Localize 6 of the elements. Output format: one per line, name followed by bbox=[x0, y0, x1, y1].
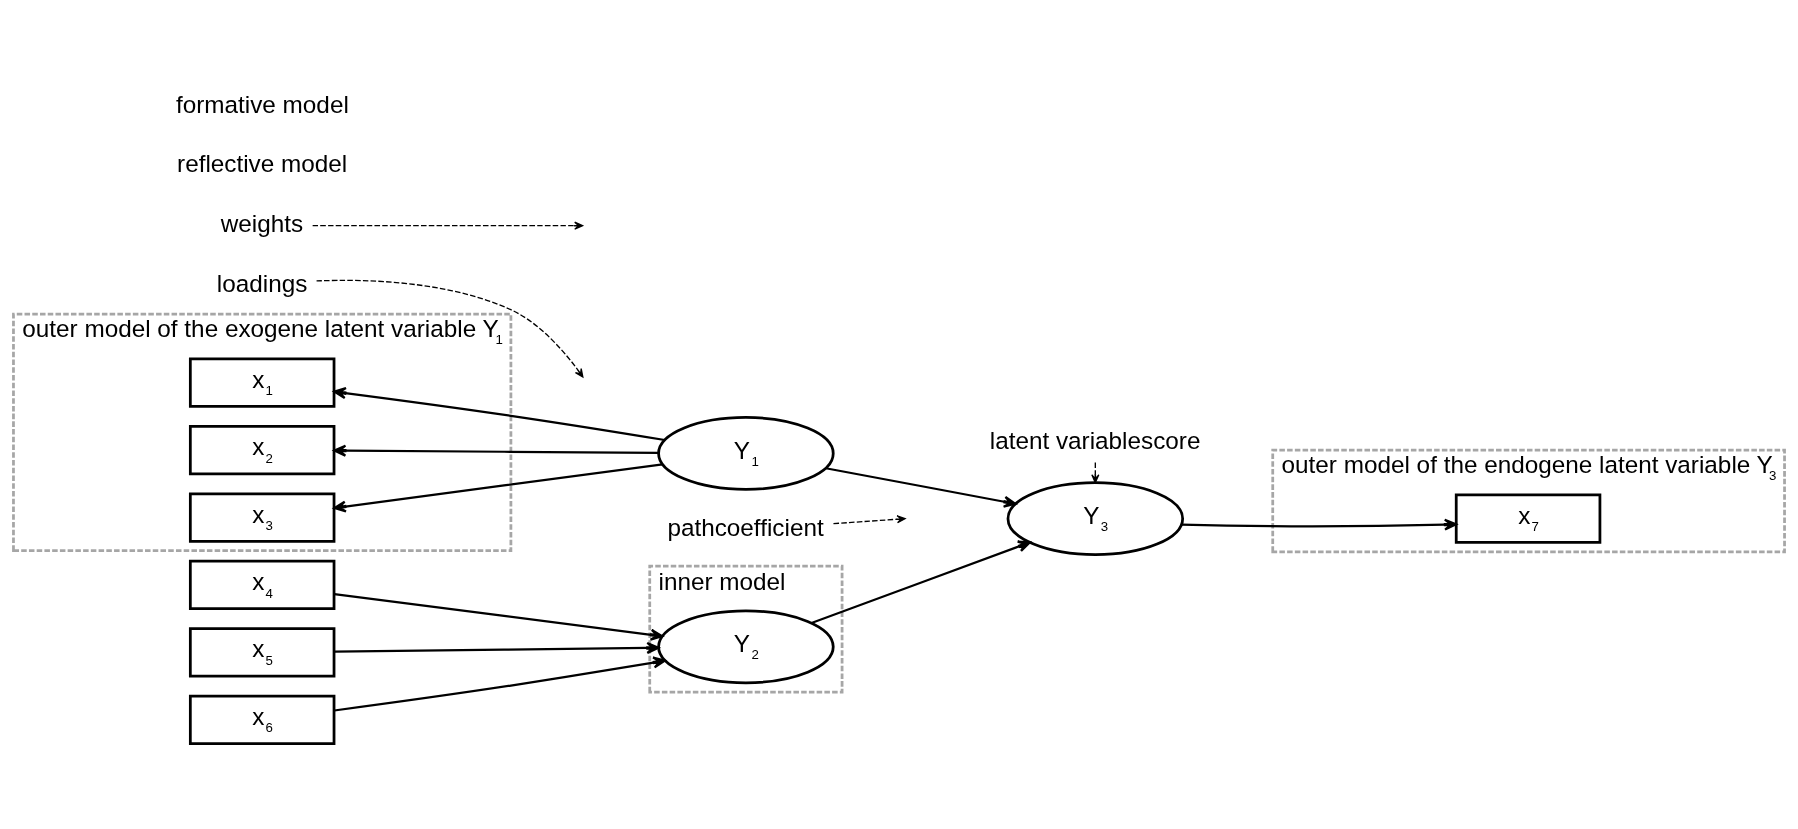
label: reflective model bbox=[177, 149, 348, 177]
node-text: weights bbox=[220, 209, 304, 237]
node-text: pathcoefficient bbox=[667, 513, 824, 541]
node-text: loadings bbox=[216, 269, 308, 297]
node-text: latent variablescore bbox=[989, 426, 1201, 454]
label: formative model bbox=[175, 90, 349, 118]
